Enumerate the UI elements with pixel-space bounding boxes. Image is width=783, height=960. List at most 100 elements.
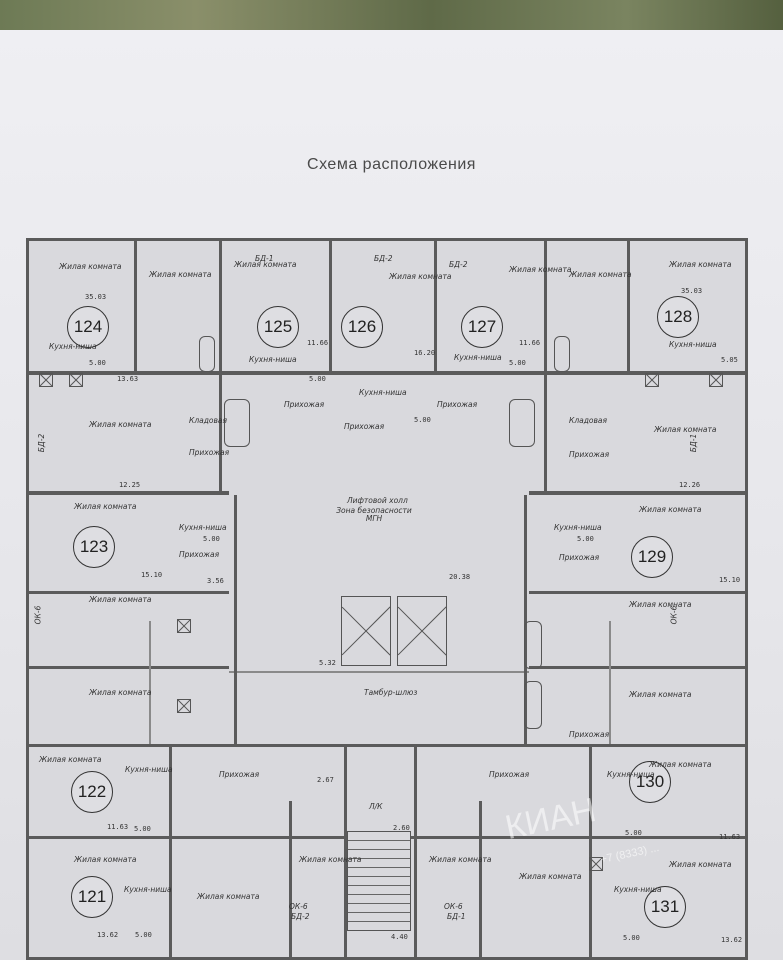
living-label: Жилая комната [89,688,152,697]
area-value: 5.00 [414,416,431,424]
area-value: 15.10 [719,576,741,584]
background-photo-strip [0,0,783,32]
living-label: Жилая комната [569,270,632,279]
living-label: Жилая комната [654,425,717,434]
living-label: Жилая комната [669,260,732,269]
area-value: 5.05 [721,356,738,364]
living-label: Жилая комната [234,260,297,269]
living-label: Жилая комната [74,502,137,511]
apartment-122: 122 [71,771,113,813]
kitchen-label: Кухня-ниша [124,885,172,894]
area-value: 11.66 [307,339,329,347]
apartment-121: 121 [71,876,113,918]
apartment-127: 127 [461,306,503,348]
apartment-124: 124 [67,306,109,348]
door-label: БД-1 [255,254,274,263]
apartment-123: 123 [73,526,115,568]
safety-zone-label: Зона безопасности МГН [336,506,412,523]
area-value: 5.00 [134,825,151,833]
kitchen-label: Кухня-ниша [125,765,173,774]
area-value: 5.00 [625,829,642,837]
hall-label: Прихожая [569,730,610,739]
living-label: Жилая комната [299,855,362,864]
hall-label: Прихожая [489,770,530,779]
kitchen-label: Кухня-ниша [669,340,717,349]
area-value: 5.00 [203,535,220,543]
area-value: 12.26 [679,481,701,489]
hall-label: Прихожая [437,400,478,409]
living-label: Жилая комната [519,872,582,881]
living-label: Жилая комната [89,595,152,604]
apartment-129: 129 [631,536,673,578]
area-value: 5.32 [319,659,336,667]
area-value: 35.03 [85,293,107,301]
area-value: 13.63 [117,375,139,383]
living-label: Жилая комната [639,505,702,514]
area-value: 3.56 [207,577,224,585]
window-label: ОК-6 [669,605,679,625]
door-label: БД-2 [449,260,468,269]
kitchen-label: Кухня-ниша [554,523,602,532]
area-value: 11.66 [519,339,541,347]
window-label: ОК-6 [33,605,43,625]
area-value: 11.63 [107,823,129,831]
living-label: Жилая комната [429,855,492,864]
apartment-131: 131 [644,886,686,928]
hall-label: Прихожая [559,553,600,562]
hall-label: Прихожая [189,448,230,457]
pantry-label: Кладовая [569,416,608,425]
hall-label: Прихожая [219,770,260,779]
area-value: 5.00 [89,359,106,367]
hall-label: Прихожая [344,422,385,431]
living-label: Жилая комната [89,420,152,429]
apartment-128: 128 [657,296,699,338]
area-value: 15.10 [141,571,163,579]
tambour-label: Тамбур-шлюз [364,688,418,697]
kitchen-label: Кухня-ниша [249,355,297,364]
living-label: Жилая комната [59,262,122,271]
kitchen-label: Кухня-ниша [49,342,97,351]
area-value: 35.03 [681,287,703,295]
area-value: 2.60 [393,824,410,832]
living-label: Жилая комната [74,855,137,864]
living-label: Жилая комната [389,272,452,281]
kitchen-label: Кухня-ниша [614,885,662,894]
lift-shaft-1 [341,596,391,666]
apartment-125: 125 [257,306,299,348]
hall-label: Прихожая [179,550,220,559]
kitchen-label: Кухня-ниша [359,388,407,397]
living-label: Жилая комната [629,600,692,609]
apartment-130: 130 [629,761,671,803]
area-value: 5.00 [577,535,594,543]
area-value: 13.62 [97,931,119,939]
living-label: Жилая комната [629,690,692,699]
door-label: БД-1 [689,433,699,453]
area-value: 11.63 [719,833,741,841]
door-label: БД-1 [447,912,466,921]
kitchen-label: Кухня-ниша [179,523,227,532]
area-value: 13.62 [721,936,743,944]
door-label: БД-2 [374,254,393,263]
area-value: 20.38 [449,573,471,581]
door-label: БД-2 [291,912,310,921]
hall-label: Прихожая [569,450,610,459]
area-value: 5.00 [623,934,640,942]
pantry-label: Кладовая [189,416,228,425]
living-label: Жилая комната [649,760,712,769]
floor-plan: 124 125 126 127 128 123 129 122 130 121 … [26,238,748,960]
kitchen-label: Кухня-ниша [607,770,655,779]
window-label: ОК-6 [444,902,463,911]
living-label: Жилая комната [669,860,732,869]
area-value: 5.00 [309,375,326,383]
area-value: 2.67 [317,776,334,784]
kitchen-label: Кухня-ниша [454,353,502,362]
staircase-label: Л/К [369,802,383,811]
living-label: Жилая комната [149,270,212,279]
area-value: 12.25 [119,481,141,489]
lift-shaft-2 [397,596,447,666]
lift-hall-label: Лифтовой холл [347,496,408,505]
area-value: 16.20 [414,349,436,357]
area-value: 5.00 [135,931,152,939]
living-label: Жилая комната [197,892,260,901]
area-value: 5.00 [509,359,526,367]
